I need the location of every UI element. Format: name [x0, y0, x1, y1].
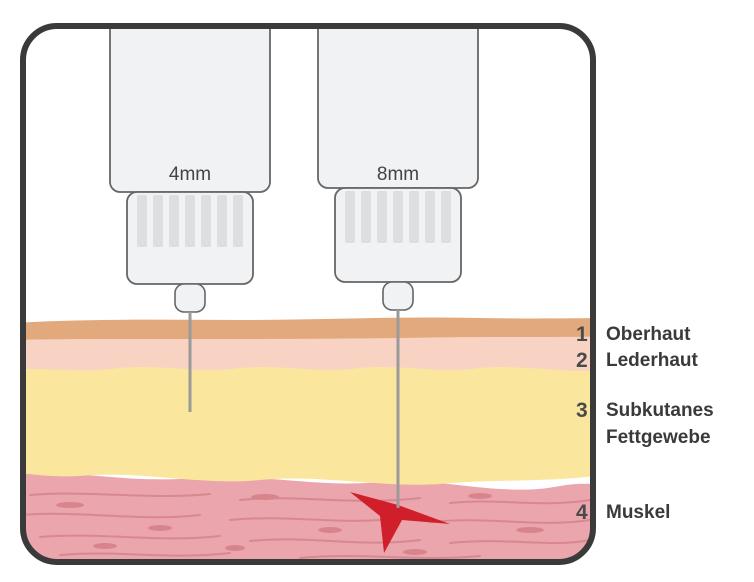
- layer-name-lederhaut: Lederhaut: [606, 350, 699, 371]
- pen-4mm: 4mm: [109, 26, 271, 412]
- layer-oberhaut: [23, 317, 593, 340]
- injury-mark: [350, 492, 450, 553]
- layer-legend: 1 Oberhaut 2 Lederhaut 3 Subkutanes Fett…: [576, 323, 714, 524]
- pen-length-label: 8mm: [377, 164, 419, 185]
- layer-lederhaut: [23, 334, 593, 371]
- layer-number-2: 2: [576, 349, 588, 372]
- pen-tip: [382, 281, 414, 311]
- layer-name-fettgewebe: Fettgewebe: [606, 427, 711, 448]
- layer-name-subkutanes: Subkutanes: [606, 400, 714, 421]
- pen-tip: [174, 283, 206, 313]
- layer-number-3: 3: [576, 399, 588, 422]
- layer-fettgewebe: [23, 365, 593, 485]
- layer-number-1: 1: [576, 323, 588, 346]
- layer-number-4: 4: [576, 501, 588, 524]
- layer-name-muskel: Muskel: [606, 502, 670, 523]
- diagram-frame: [20, 23, 596, 565]
- muscle-cells: [56, 493, 544, 555]
- pen-8mm: 8mm: [317, 26, 479, 508]
- pen-length-label: 4mm: [169, 164, 211, 185]
- layer-name-oberhaut: Oberhaut: [606, 324, 691, 345]
